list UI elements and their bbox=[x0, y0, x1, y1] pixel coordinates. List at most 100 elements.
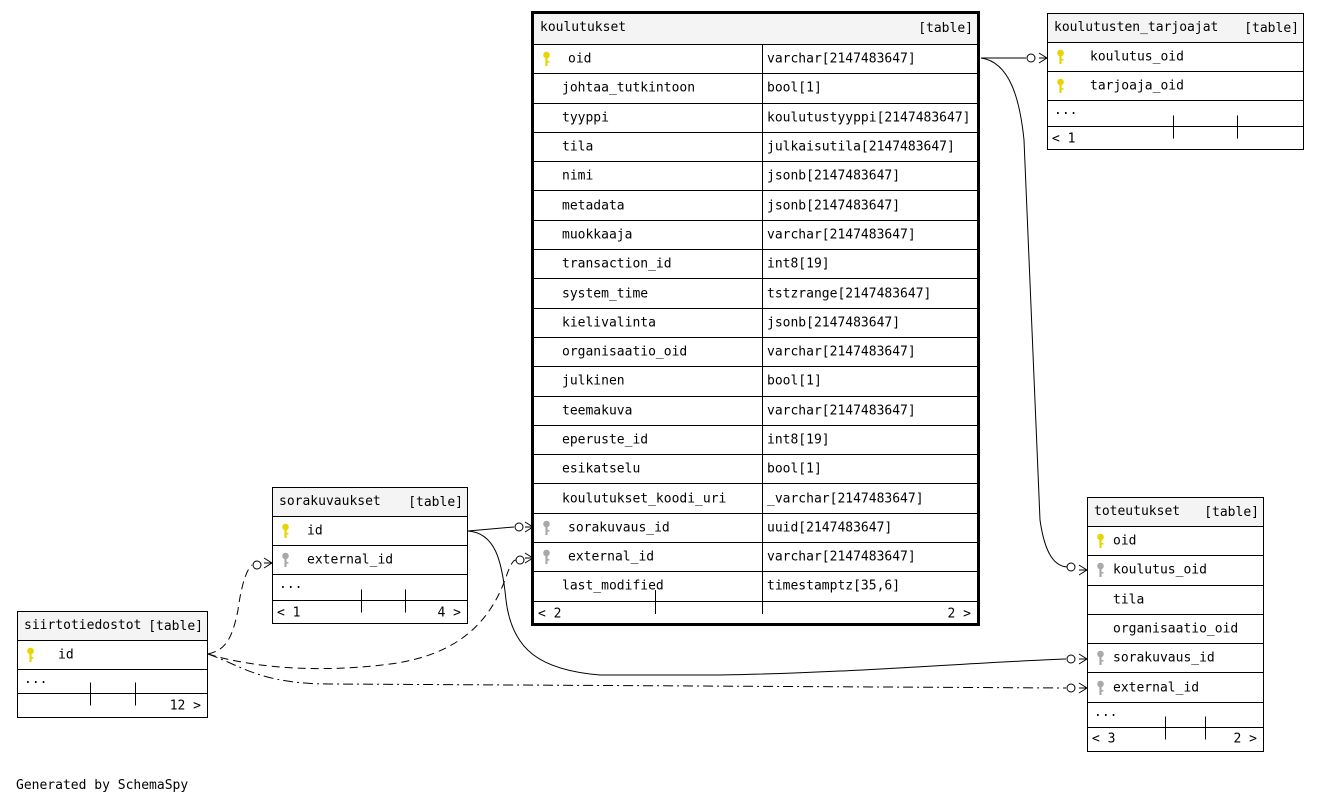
column-type: tstzrange[2147483647] bbox=[767, 286, 932, 302]
column-row-system-time[interactable]: system_time tstzrange[2147483647] bbox=[534, 279, 977, 309]
column-row-sorakuvaus-id[interactable]: sorakuvaus_id bbox=[1088, 644, 1263, 674]
primary-key-icon bbox=[1057, 78, 1064, 93]
column-name: tarjoaja_oid bbox=[1090, 78, 1184, 94]
table-siirtotiedostot[interactable]: siirtotiedostot[table]id... 12 > bbox=[17, 611, 208, 718]
footer-divider bbox=[1165, 716, 1166, 740]
footer-divider bbox=[1205, 716, 1206, 740]
column-row-external-id[interactable]: external_id bbox=[273, 546, 467, 575]
footer-divider bbox=[405, 589, 406, 613]
footer-divider bbox=[655, 589, 656, 614]
more-columns-ellipsis: ... bbox=[18, 670, 207, 694]
column-name: koulutus_oid bbox=[1113, 562, 1207, 578]
column-row-organisaatio-oid[interactable]: organisaatio_oid bbox=[1088, 615, 1263, 645]
edge-optional-circle bbox=[252, 560, 262, 570]
column-row-id[interactable]: id bbox=[273, 517, 467, 546]
column-name: johtaa_tutkintoon bbox=[562, 80, 696, 96]
primary-key-icon bbox=[282, 523, 289, 538]
table-header: koulutukset[table] bbox=[534, 14, 977, 45]
edge-sorakuvaukset-koulutukset bbox=[467, 526, 515, 532]
table-kind: [table] bbox=[1204, 505, 1259, 520]
table-header: koulutusten_tarjoajat[table] bbox=[1048, 14, 1303, 43]
footer-divider bbox=[90, 682, 91, 706]
column-divider bbox=[762, 279, 763, 308]
edge-crowfoot bbox=[1038, 52, 1048, 64]
column-name: oid bbox=[568, 51, 592, 67]
column-row-koulutus-oid[interactable]: koulutus_oid bbox=[1048, 43, 1303, 72]
column-row-koulutus-oid[interactable]: koulutus_oid bbox=[1088, 556, 1263, 586]
foreign-key-icon bbox=[1097, 563, 1104, 578]
column-row-external-id[interactable]: external_id bbox=[1088, 673, 1263, 703]
table-name: koulutusten_tarjoajat bbox=[1054, 20, 1219, 35]
column-type: jsonb[2147483647] bbox=[767, 315, 901, 331]
footer-parents-count: < 2 bbox=[538, 606, 562, 622]
edge-optional-circle bbox=[515, 555, 525, 565]
edge-optional-circle bbox=[1066, 562, 1076, 572]
column-type: julkaisutila[2147483647] bbox=[767, 139, 955, 155]
more-columns-ellipsis: ... bbox=[1088, 703, 1263, 728]
primary-key-icon bbox=[1097, 533, 1104, 549]
column-name: koulutukset_koodi_uri bbox=[562, 491, 727, 507]
table-koulutusten-tarjoajat[interactable]: koulutusten_tarjoajat[table]koulutus_oid… bbox=[1047, 13, 1304, 150]
column-row-tarjoaja-oid[interactable]: tarjoaja_oid bbox=[1048, 72, 1303, 101]
column-row-oid[interactable]: oid varchar[2147483647] bbox=[534, 45, 977, 75]
footer-divider bbox=[762, 589, 763, 614]
column-row-id[interactable]: id bbox=[18, 641, 207, 670]
table-name: sorakuvaukset bbox=[279, 494, 381, 509]
table-koulutukset[interactable]: koulutukset[table] oid varchar[2147483647]… bbox=[531, 11, 980, 626]
column-name: tyyppi bbox=[562, 110, 609, 126]
column-name: muokkaaja bbox=[562, 227, 633, 243]
table-footer: < 1 bbox=[1048, 115, 1303, 150]
column-name: system_time bbox=[562, 286, 649, 302]
column-name: oid bbox=[1113, 533, 1137, 549]
column-divider bbox=[762, 220, 763, 250]
column-row-oid[interactable]: oid bbox=[1088, 527, 1263, 557]
table-header: siirtotiedostot[table] bbox=[18, 612, 207, 641]
column-divider bbox=[762, 103, 763, 132]
table-kind: [table] bbox=[918, 21, 973, 36]
column-name: teemakuva bbox=[562, 403, 633, 419]
table-kind: [table] bbox=[408, 495, 463, 510]
footer-children-count: 2 > bbox=[1233, 731, 1257, 747]
column-type: varchar[2147483647] bbox=[767, 403, 916, 419]
column-type: varchar[2147483647] bbox=[767, 51, 916, 67]
column-row-koulutukset-koodi-uri[interactable]: koulutukset_koodi_uri_varchar[2147483647… bbox=[534, 484, 977, 514]
footer-parents-count: < 3 bbox=[1092, 731, 1116, 747]
column-divider bbox=[762, 455, 763, 484]
edge-crowfoot bbox=[1078, 564, 1088, 576]
column-divider bbox=[762, 572, 763, 601]
primary-key-icon bbox=[1057, 49, 1064, 64]
edge-optional-circle bbox=[1026, 53, 1036, 63]
column-row-teemakuva[interactable]: teemakuva varchar[2147483647] bbox=[534, 396, 977, 426]
primary-key-icon bbox=[543, 51, 550, 67]
column-name: organisaatio_oid bbox=[562, 344, 688, 360]
foreign-key-icon bbox=[543, 549, 550, 565]
ellipsis-text: ... bbox=[1094, 704, 1118, 720]
footer-children-count: 2 > bbox=[947, 606, 971, 622]
column-divider bbox=[762, 484, 763, 513]
table-kind: [table] bbox=[148, 619, 203, 634]
primary-key-icon bbox=[27, 647, 34, 662]
column-name: sorakuvaus_id bbox=[568, 520, 670, 536]
column-divider bbox=[762, 74, 763, 103]
column-row-tila[interactable]: tila bbox=[1088, 586, 1263, 615]
footer-children-count: 12 > bbox=[169, 698, 201, 713]
